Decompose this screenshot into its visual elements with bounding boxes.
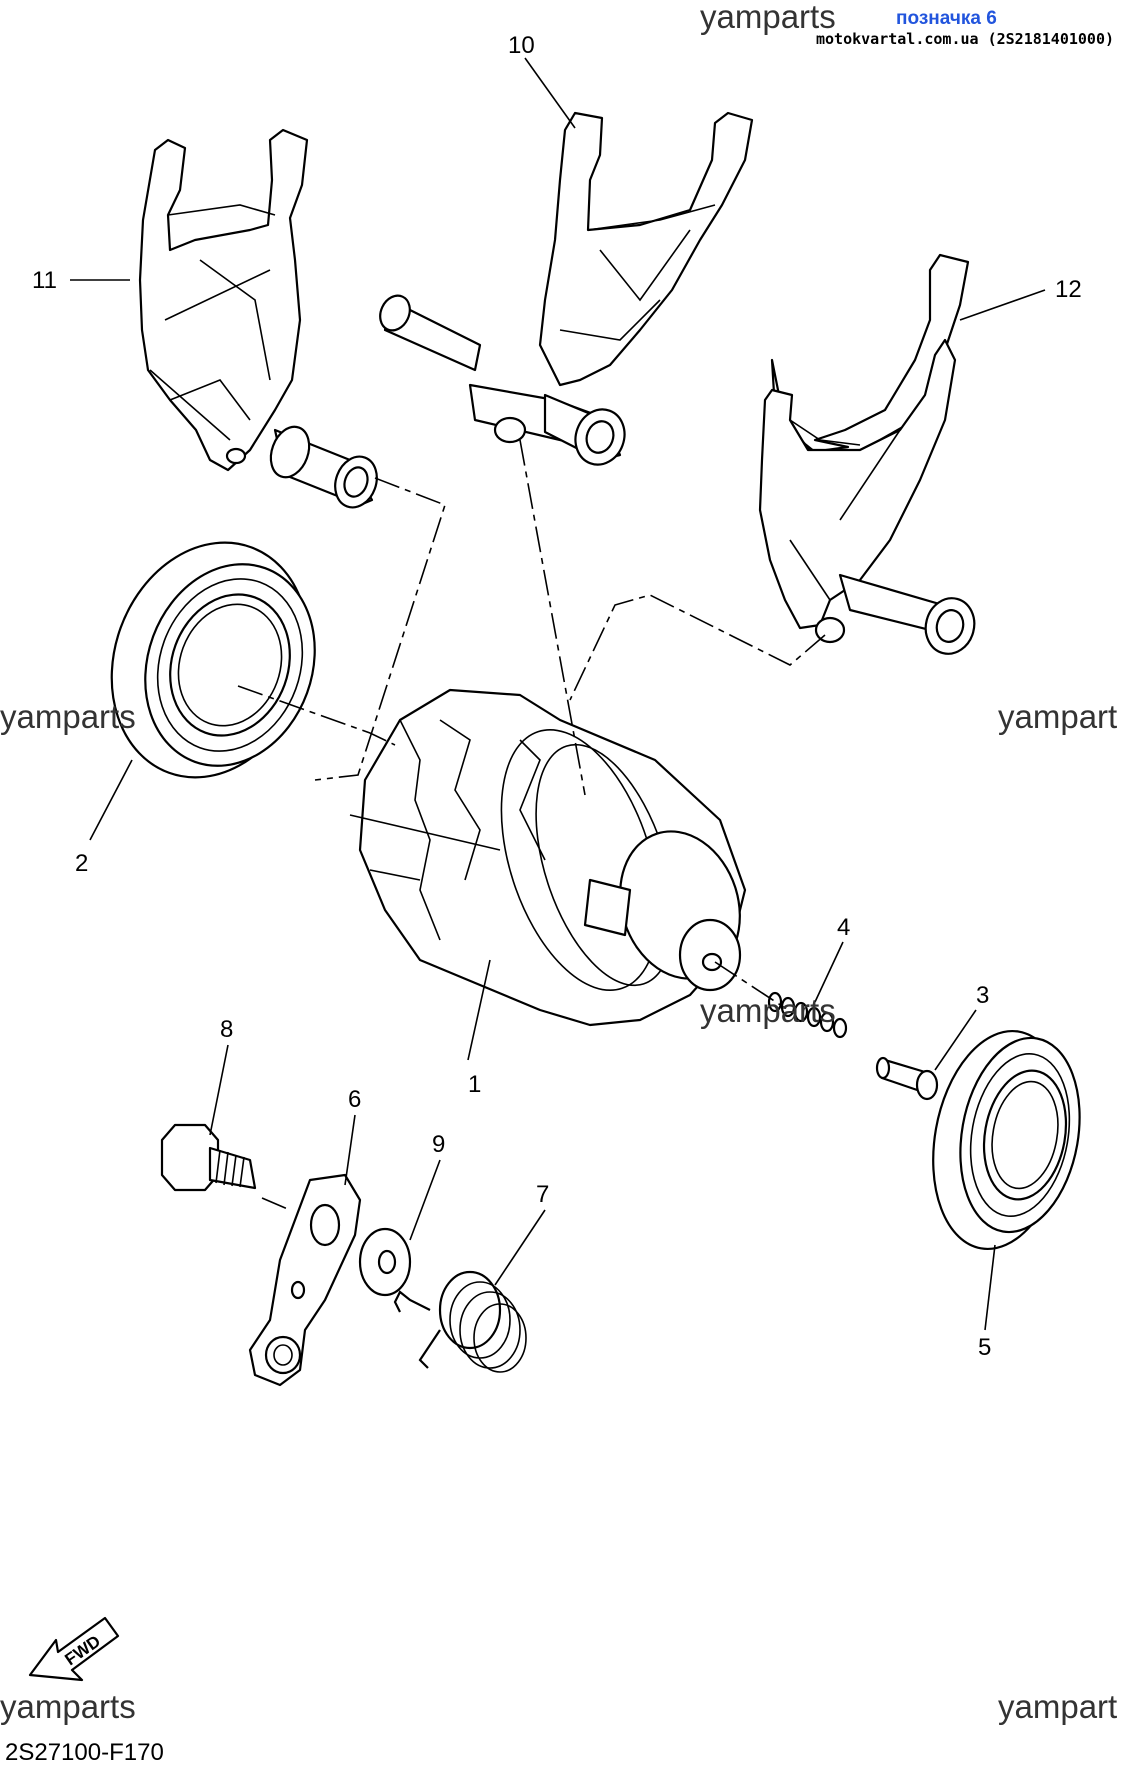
diagram-code: 2S27100-F170	[5, 1739, 164, 1766]
pin-3	[875, 1056, 939, 1101]
watermark-right-bottom: yampart	[998, 1688, 1117, 1725]
watermark-left-bottom: yamparts	[0, 1688, 136, 1725]
callout-2: 2	[75, 850, 88, 877]
callout-8: 8	[220, 1016, 233, 1043]
leader-lines	[70, 57, 1046, 1331]
bearing-2	[110, 541, 316, 779]
callout-10: 10	[508, 32, 535, 59]
callout-9: 9	[432, 1131, 445, 1158]
shift-fork-11	[138, 128, 378, 509]
washer-9	[358, 1227, 412, 1297]
callout-11: 11	[32, 267, 57, 294]
stopper-lever-6	[248, 1173, 362, 1387]
watermark-right-mid: yampart	[998, 698, 1117, 735]
assembly-centerlines	[237, 439, 826, 1211]
callout-7: 7	[536, 1181, 549, 1208]
source-reference: motokvartal.com.ua (2S2181401000)	[816, 30, 1114, 48]
marker-badge: позначка 6	[896, 8, 997, 29]
callout-12: 12	[1055, 276, 1082, 303]
callout-1: 1	[468, 1071, 481, 1098]
watermark-left-mid: yamparts	[0, 698, 136, 735]
callout-3: 3	[976, 982, 989, 1009]
spring-4	[767, 991, 848, 1039]
callout-4: 4	[837, 914, 850, 941]
shift-fork-10	[379, 111, 754, 466]
callout-5: 5	[978, 1334, 991, 1361]
shift-drum-1	[349, 688, 747, 1027]
shift-fork-12	[758, 253, 976, 655]
callout-6: 6	[348, 1086, 361, 1113]
bearing-5	[932, 1029, 1081, 1251]
fwd-arrow-icon: FWD	[28, 1616, 120, 1682]
header-watermark: yamparts	[700, 0, 836, 35]
callout-numbers: 1 2 3 4 5 6 7 8 9 10 11 12	[32, 32, 1082, 1361]
torsion-spring-7	[393, 1270, 527, 1373]
watermark-center: yamparts	[700, 992, 836, 1029]
bolt-8	[160, 1123, 257, 1192]
